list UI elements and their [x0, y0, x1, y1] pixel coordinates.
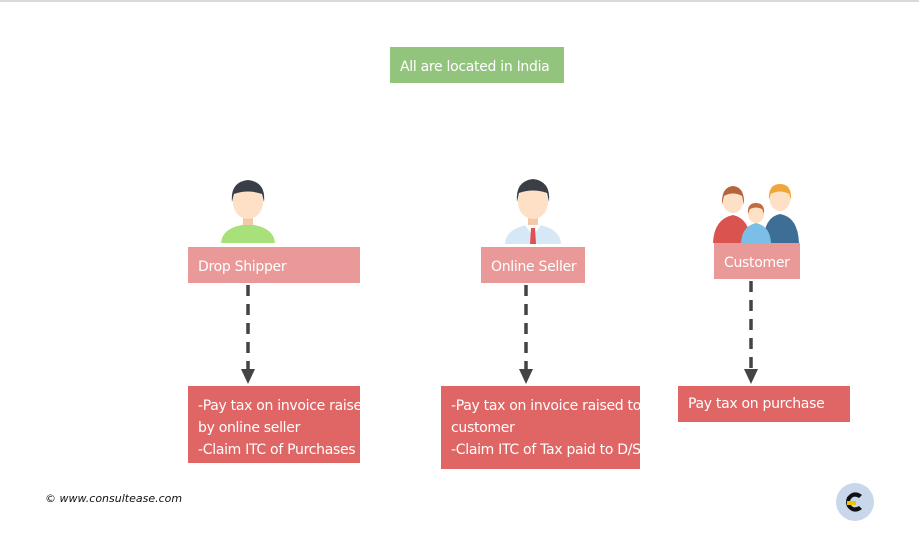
connector-online-seller [519, 285, 533, 384]
action-line: -Pay tax on invoice raised to [451, 398, 641, 414]
action-box-online-seller: -Pay tax on invoice raised to customer -… [441, 386, 641, 469]
man-shirt-tie-icon [505, 179, 561, 244]
action-line: customer [451, 420, 515, 436]
header-box: All are located in India [390, 47, 564, 83]
family-icon [713, 184, 799, 243]
action-line: -Claim ITC of Tax paid to D/S [451, 442, 641, 458]
online-seller-label: Online Seller [491, 259, 577, 275]
man-green-shirt-icon [221, 180, 275, 243]
action-box-customer: Pay tax on purchase [678, 386, 850, 422]
copyright-text: © www.consultease.com [45, 492, 183, 505]
connector-drop-shipper [241, 285, 255, 384]
consultease-logo-icon [836, 483, 874, 521]
action-box-drop-shipper: -Pay tax on invoice raise by online sell… [188, 386, 362, 463]
connector-customer [744, 281, 758, 384]
drop-shipper-label: Drop Shipper [198, 259, 287, 275]
top-border [0, 0, 919, 2]
action-line: Pay tax on purchase [688, 396, 825, 412]
action-line: -Pay tax on invoice raise [198, 398, 362, 414]
action-line: -Claim ITC of Purchases [198, 442, 356, 458]
node-label-online-seller: Online Seller [481, 247, 585, 283]
header-text: All are located in India [400, 59, 550, 75]
customer-label: Customer [724, 255, 790, 271]
node-label-customer: Customer [714, 243, 800, 279]
node-label-drop-shipper: Drop Shipper [188, 247, 360, 283]
action-line: by online seller [198, 420, 301, 436]
